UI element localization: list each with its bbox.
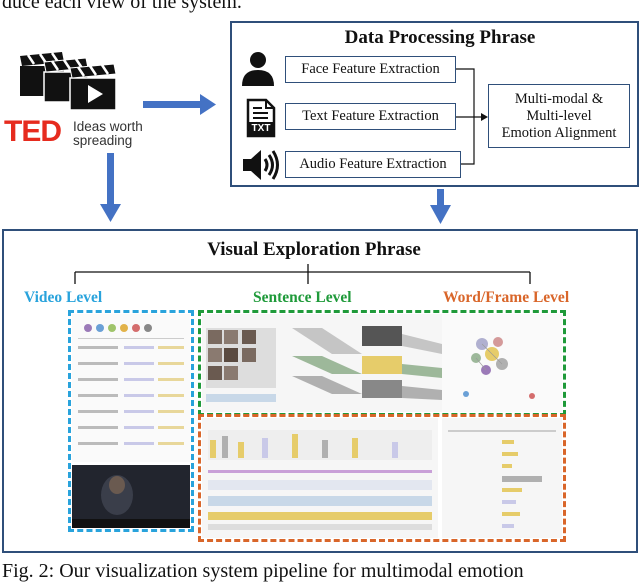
face-feature-box: Face Feature Extraction — [285, 56, 456, 83]
alignment-line-1: Multi-modal & — [514, 90, 604, 107]
header-partial-text: duce each view of the system. — [2, 0, 242, 13]
level-bracket — [74, 264, 531, 284]
video-clapper-icon — [20, 52, 117, 111]
figure-caption-partial: Fig. 2: Our visualization system pipelin… — [2, 560, 524, 582]
alignment-box: Multi-modal & Multi-level Emotion Alignm… — [488, 84, 630, 148]
audio-feature-box: Audio Feature Extraction — [285, 151, 461, 178]
word-frame-level-region — [198, 414, 566, 542]
word-frame-right-thumbnail — [448, 430, 556, 528]
ted-tagline-line2: spreading — [73, 133, 133, 148]
video-level-region — [68, 310, 194, 532]
ted-tagline-line1: Ideas worth — [73, 119, 143, 134]
txt-file-icon: TXT — [246, 98, 276, 138]
video-player-thumbnail — [72, 465, 190, 528]
text-feature-box: Text Feature Extraction — [285, 103, 456, 130]
processing-connectors — [456, 68, 488, 165]
data-processing-title: Data Processing Phrase — [344, 27, 536, 48]
word-frame-left-panel — [202, 418, 438, 538]
word-frame-level-label: Word/Frame Level — [443, 289, 570, 306]
alignment-line-2: Multi-level — [526, 107, 592, 124]
txt-icon-label: TXT — [251, 123, 271, 134]
visual-exploration-title: Visual Exploration Phrase — [207, 239, 421, 260]
speaker-icon — [243, 150, 279, 180]
person-icon — [242, 52, 274, 86]
video-player-panel — [72, 465, 190, 528]
video-level-label: Video Level — [24, 289, 103, 306]
word-graph-thumbnail — [463, 337, 535, 399]
word-graph-panel — [442, 314, 562, 412]
video-list-panel — [72, 314, 190, 462]
ted-logo: TED — [4, 115, 62, 148]
word-frame-right-panel — [442, 418, 562, 538]
ted-tagline: Ideas worth spreading — [73, 120, 143, 148]
sentence-level-label: Sentence Level — [253, 289, 352, 306]
video-list-thumbnail — [78, 324, 184, 445]
word-frame-left-thumbnail — [208, 430, 432, 530]
flow-arrows — [100, 94, 451, 224]
alignment-line-3: Emotion Alignment — [501, 124, 617, 141]
